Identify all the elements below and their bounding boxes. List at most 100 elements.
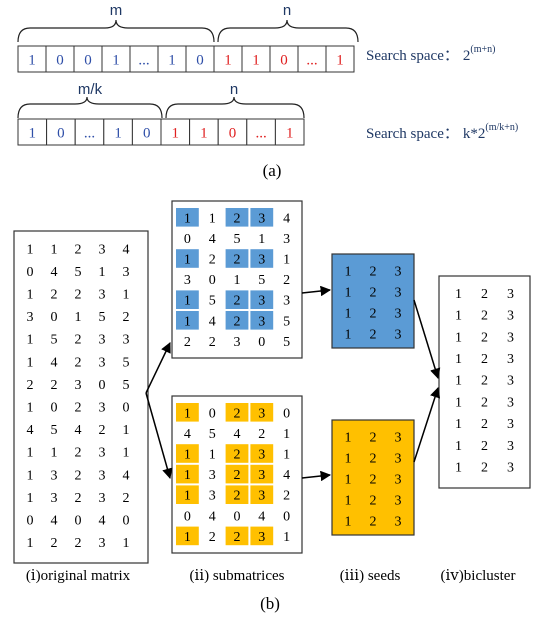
sub-blue-cell: 4 (283, 211, 290, 226)
seed-yellow-cell: 2 (370, 473, 377, 488)
arrow-seed-yellow-to-bicluster (413, 387, 441, 463)
bicluster-cell: 3 (507, 352, 514, 367)
sub-yellow-cell: 2 (234, 489, 241, 504)
original-cell: 5 (123, 355, 130, 370)
sub-yellow-highlight (250, 526, 274, 546)
original-cell: 3 (75, 378, 82, 393)
original-cell: 1 (27, 333, 34, 348)
seed-yellow-highlight (361, 448, 385, 467)
seed-blue-highlight (361, 261, 385, 280)
row2-cell-box (103, 118, 133, 146)
original-cell: 4 (99, 514, 106, 529)
bicluster-cell: 2 (481, 287, 488, 302)
original-cell: 4 (51, 514, 58, 529)
original-cell: 1 (27, 446, 34, 461)
sub-blue-cell: 2 (209, 253, 216, 268)
seed-yellow-cell: 3 (395, 452, 402, 467)
row1-bit-red: 1 (336, 53, 344, 69)
arrow-blue-to-seed (301, 285, 332, 297)
sub-blue-cell: 4 (209, 314, 216, 329)
sub-yellow-cell: 4 (234, 427, 241, 442)
bicluster-cell: 2 (481, 330, 488, 345)
original-cell: 2 (75, 333, 82, 348)
seed-yellow-cell: 3 (395, 431, 402, 446)
sub-yellow-highlight (225, 444, 249, 463)
seed-yellow-cell: 3 (395, 494, 402, 509)
seed-yellow-highlight (386, 469, 410, 488)
sub-blue-cell: 2 (184, 335, 191, 350)
caption-b: (b) (260, 594, 280, 613)
row2-bit-red: 1 (172, 126, 180, 142)
sub-blue-highlight (176, 208, 199, 227)
row2-cell-box (131, 118, 162, 146)
bicluster-cell: 1 (455, 352, 462, 367)
sub-blue-frame (171, 200, 303, 359)
row2-bit-blue: 1 (29, 126, 37, 142)
row2-cell-box (46, 118, 76, 146)
sub-yellow-cell: 1 (283, 427, 290, 442)
original-cell: 1 (51, 446, 58, 461)
original-cell: 1 (27, 242, 34, 257)
row1-search-base: 2 (463, 48, 471, 64)
sub-blue-highlight (250, 311, 274, 330)
sub-yellow-cell: 4 (283, 468, 290, 483)
seed-blue-cell: 1 (345, 286, 352, 301)
bicluster-cell: 1 (455, 374, 462, 389)
sub-blue-cell: 3 (258, 211, 265, 226)
row2-cell-box (246, 118, 276, 146)
sub-yellow-cell: 2 (234, 448, 241, 463)
sub-blue-cell: 0 (184, 232, 191, 247)
row2-bit-blue: 1 (114, 126, 122, 142)
seed-yellow-highlight (336, 448, 360, 467)
row1-bit-blue: 0 (84, 53, 92, 69)
row2-bit-blue: 0 (57, 126, 65, 142)
sub-blue-highlight (225, 290, 249, 309)
original-cell: 5 (99, 310, 106, 325)
caption-a: (a) (263, 161, 282, 180)
sub-yellow-highlight (225, 526, 249, 546)
bicluster-cell: 1 (455, 460, 462, 475)
row1-cell-box (213, 45, 243, 73)
seed-yellow-cell: 2 (370, 494, 377, 509)
original-cell: 2 (123, 491, 130, 506)
original-cell: 1 (27, 355, 34, 370)
row2-label-mk: m/k (78, 81, 103, 98)
seed-blue-highlight (361, 282, 385, 301)
bicluster-cell: 3 (507, 439, 514, 454)
sub-yellow-cell: 2 (234, 468, 241, 483)
seed-blue-cell: 1 (345, 265, 352, 280)
row1-search-exponent: (m+n) (470, 44, 495, 55)
seed-blue-highlight (361, 324, 385, 343)
original-cell: 4 (51, 265, 58, 280)
sub-blue-cell: 0 (209, 273, 216, 288)
sub-blue-highlight (225, 311, 249, 330)
sub-yellow-highlight (176, 444, 199, 463)
arrow-original-to-blue (145, 342, 171, 394)
sub-blue-cell: 3 (258, 253, 265, 268)
seed-yellow-cell: 1 (345, 473, 352, 488)
label-submatrices: (ⅱ) submatrices (190, 568, 285, 584)
row1-bit-blue: 0 (196, 53, 204, 69)
row2-bit-blue: 0 (143, 126, 151, 142)
seed-yellow-cell: 3 (395, 473, 402, 488)
sub-yellow-cell: 2 (234, 530, 241, 545)
row1-bit-blue: 1 (112, 53, 120, 69)
original-cell: 3 (51, 468, 58, 483)
sub-blue-cell: 1 (258, 232, 265, 247)
original-cell: 3 (123, 333, 130, 348)
sub-blue-cell: 4 (209, 232, 216, 247)
sub-yellow-cell: 4 (209, 509, 216, 524)
original-cell: 0 (99, 378, 106, 393)
sub-yellow-cell: 2 (258, 427, 265, 442)
bicluster-cell: 1 (455, 330, 462, 345)
sub-yellow-cell: 0 (184, 509, 191, 524)
sub-blue-cell: 1 (234, 273, 241, 288)
sub-yellow-cell: 1 (184, 448, 191, 463)
bicluster-cell: 1 (455, 439, 462, 454)
sub-yellow-highlight (225, 485, 249, 504)
